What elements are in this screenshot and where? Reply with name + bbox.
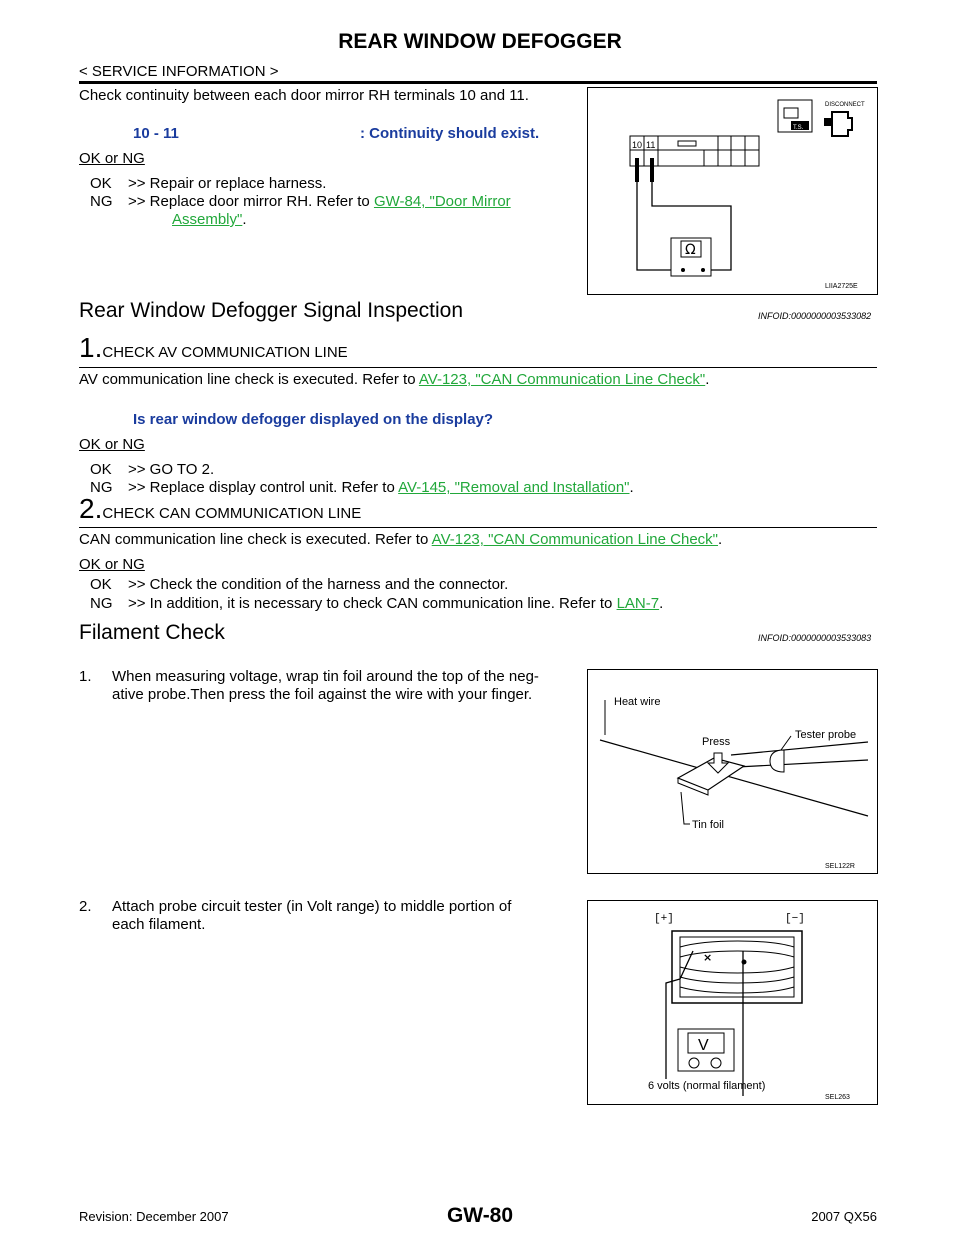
ng-line: NG >> Replace door mirror RH. Refer to GW…	[90, 193, 511, 228]
ts-icon	[777, 99, 813, 133]
lan-7-link[interactable]: LAN-7	[616, 595, 660, 612]
heat-wire-label: Heat wire	[614, 696, 660, 708]
ng-key: NG	[90, 193, 113, 210]
minus-terminal-icon	[710, 1057, 722, 1069]
page-number: GW-80	[446, 1204, 514, 1227]
step-1-rule	[79, 367, 877, 368]
heat-wire	[599, 739, 869, 817]
ok-line: OK>> Check the condition of the harness …	[90, 576, 509, 593]
voltmeter-diagram: [+] [−] × V 6 volts (normal filament) SE…	[648, 913, 850, 1101]
tin-foil-diagram: Heat wire Tester probe Press Tin foil SE…	[599, 696, 869, 870]
ok-text: >> Repair or replace harness.	[128, 175, 327, 192]
figure-code: SEL263	[825, 1094, 850, 1101]
ok-line: OK >> Repair or replace harness.	[90, 175, 326, 193]
step-1-question: Is rear window defogger displayed on the…	[133, 411, 494, 428]
section-title-signal-inspection: Rear Window Defogger Signal Inspection	[79, 299, 464, 322]
continuity-spec: : Continuity should exist.	[360, 125, 540, 142]
step-2-text: CAN communication line check is executed…	[79, 531, 723, 548]
terminals-label: 10 - 11	[133, 125, 179, 142]
plus-terminal-icon	[688, 1057, 700, 1069]
tester-probe	[730, 741, 869, 756]
step-title: CHECK CAN COMMUNICATION LINE	[102, 505, 362, 522]
figure-code: LIIA2725E	[825, 283, 858, 290]
door-mirror-link[interactable]: GW-84, "Door Mirror	[373, 193, 511, 210]
step-number: 2.	[79, 493, 103, 524]
tester-probe-label: Tester probe	[795, 729, 856, 741]
header-rule	[79, 81, 877, 84]
model-year: 2007 QX56	[811, 1209, 877, 1224]
door-mirror-link-cont[interactable]: Assembly"	[172, 211, 243, 228]
ohm-symbol: Ω	[685, 242, 696, 258]
figure-code: SEL122R	[825, 863, 855, 870]
ng-text: >> Replace door mirror RH. Refer to	[128, 193, 374, 210]
terminal-11: 11	[646, 140, 655, 150]
ng-line: NG>> Replace display control unit. Refer…	[90, 479, 634, 496]
section-title-filament-check: Filament Check	[79, 621, 225, 644]
step-title: CHECK AV COMMUNICATION LINE	[102, 344, 348, 361]
filament-step-1: 1.When measuring voltage, wrap tin foil …	[79, 668, 539, 703]
minus-label: [−]	[785, 913, 805, 925]
measure-point-icon: ×	[703, 951, 712, 964]
can-line-check-link[interactable]: AV-123, "CAN Communication Line Check"	[431, 531, 719, 548]
intro-text: Check continuity between each door mirro…	[79, 87, 529, 104]
voltage-caption: 6 volts (normal filament)	[648, 1080, 765, 1092]
ok-line: OK>> GO TO 2.	[90, 461, 215, 478]
terminal-10: 10	[632, 140, 642, 150]
press-label: Press	[702, 736, 731, 748]
ok-or-ng-label: OK or NG	[79, 436, 145, 453]
volt-symbol: V	[698, 1037, 709, 1054]
tin-foil-figure: Heat wire Tester probe Press Tin foil SE…	[587, 669, 878, 874]
step-number: 1.	[79, 332, 103, 363]
probe-left	[635, 158, 639, 182]
removal-installation-link[interactable]: AV-145, "Removal and Installation"	[398, 479, 630, 496]
filament-voltage-figure: [+] [−] × V 6 volts (normal filament) SE…	[587, 900, 878, 1105]
ng-line: NG>> In addition, it is necessary to che…	[90, 595, 664, 612]
connector-diagram: DISCONNECT T.S. 10 11 Ω LIIA2725E	[629, 99, 865, 290]
ok-or-ng-label: OK or NG	[79, 556, 145, 573]
continuity-figure: DISCONNECT T.S. 10 11 Ω LIIA2725E	[587, 87, 878, 295]
ok-key: OK	[90, 175, 112, 192]
ok-or-ng-label: OK or NG	[79, 150, 145, 167]
filament-step-2: 2.Attach probe circuit tester (in Volt r…	[79, 898, 512, 933]
step-1-heading: 1.CHECK AV COMMUNICATION LINE	[79, 332, 348, 364]
plus-label: [+]	[654, 913, 674, 925]
disconnect-icon	[831, 111, 853, 137]
positive-lead	[665, 950, 694, 1079]
infoid: INFOID:0000000003533082	[758, 311, 872, 321]
infoid: INFOID:0000000003533083	[758, 633, 872, 643]
disconnect-label: DISCONNECT	[825, 102, 865, 108]
window-frame	[671, 930, 803, 1004]
tin-foil	[676, 757, 746, 791]
step-2-rule	[79, 527, 877, 528]
step-1-text: AV communication line check is executed.…	[79, 371, 710, 388]
probe-right	[650, 158, 654, 182]
page-title: REAR WINDOW DEFOGGER	[338, 30, 622, 53]
press-arrow-icon	[706, 752, 730, 774]
tin-foil-label: Tin foil	[692, 819, 724, 831]
ts-label: T.S.	[793, 125, 804, 131]
can-line-check-link[interactable]: AV-123, "CAN Communication Line Check"	[418, 371, 706, 388]
revision-date: Revision: December 2007	[79, 1209, 229, 1224]
breadcrumb: < SERVICE INFORMATION >	[79, 63, 279, 80]
step-2-heading: 2.CHECK CAN COMMUNICATION LINE	[79, 493, 361, 525]
